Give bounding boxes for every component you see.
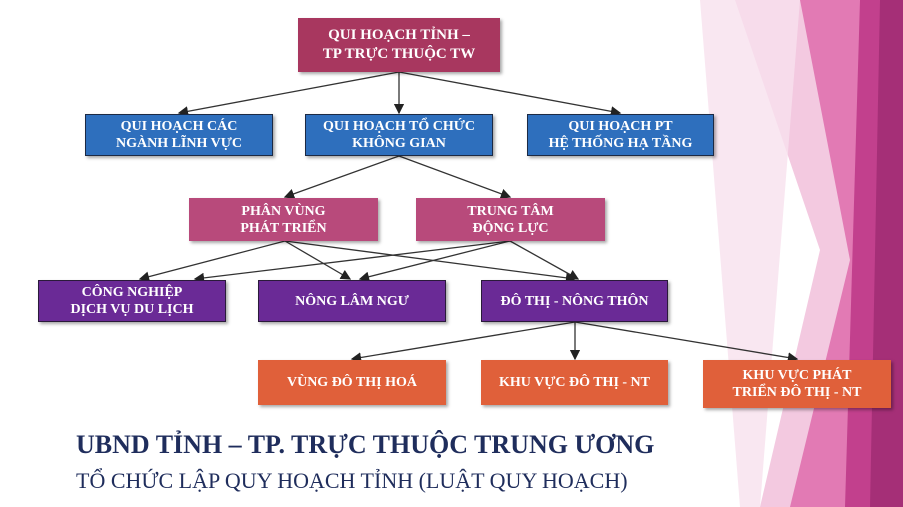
- node-agriculture: NÔNG LÂM NGƯ: [258, 280, 446, 322]
- node-urban-area: KHU VỰC ĐÔ THỊ - NT: [481, 360, 668, 405]
- node-urbanization-zone: VÙNG ĐÔ THỊ HOÁ: [258, 360, 446, 405]
- node-spatial-planning: QUI HOẠCH TỔ CHỨC KHÔNG GIAN: [305, 114, 493, 156]
- node-sector-planning: QUI HOẠCH CÁC NGÀNH LĨNH VỰC: [85, 114, 273, 156]
- node-urban-rural: ĐÔ THỊ - NÔNG THÔN: [481, 280, 668, 322]
- slide-title: UBND TỈNH – TP. TRỰC THUỘC TRUNG ƯƠNG: [76, 430, 655, 459]
- node-development-zoning: PHÂN VÙNG PHÁT TRIỂN: [189, 198, 378, 241]
- node-infrastructure-planning: QUI HOẠCH PT HỆ THỐNG HẠ TẦNG: [527, 114, 714, 156]
- node-provincial-planning: QUI HOẠCH TỈNH – TP TRỰC THUỘC TW: [298, 18, 500, 72]
- slide-subtitle: TỔ CHỨC LẬP QUY HOẠCH TỈNH (LUẬT QUY HOẠ…: [76, 468, 628, 493]
- node-growth-centers: TRUNG TÂM ĐỘNG LỰC: [416, 198, 605, 241]
- node-urban-development-area: KHU VỰC PHÁT TRIỂN ĐÔ THỊ - NT: [703, 360, 891, 408]
- node-industry-tourism: CÔNG NGHIỆP DỊCH VỤ DU LỊCH: [38, 280, 226, 322]
